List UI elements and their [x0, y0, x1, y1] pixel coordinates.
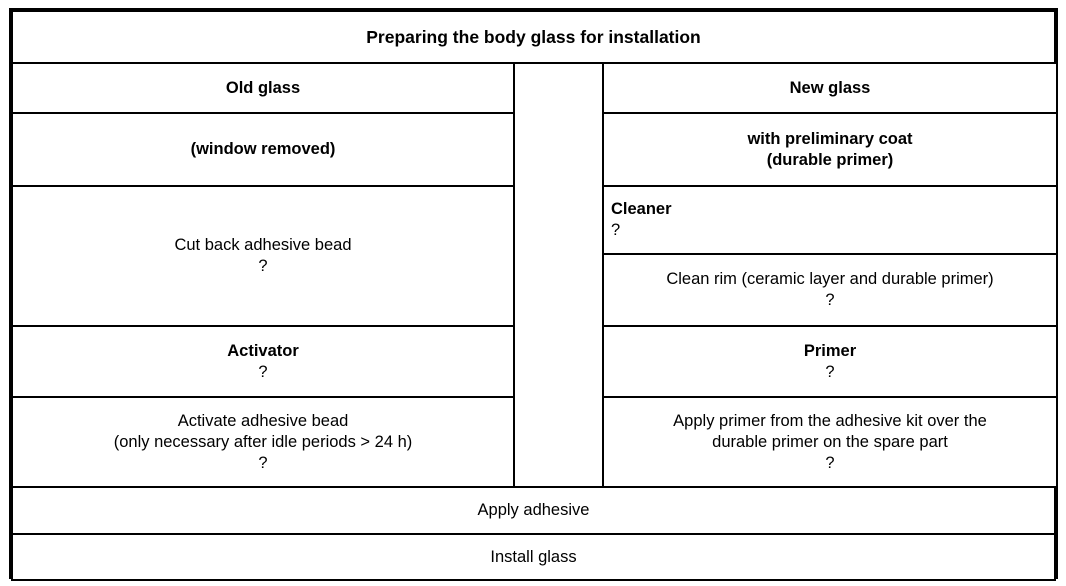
step-cut-back-adhesive-bead-line-2: ?: [258, 257, 268, 275]
column-header-old-glass: Old glass: [11, 62, 515, 114]
step-cleaner: Cleaner ?: [602, 185, 1058, 255]
column-header-new-glass: New glass: [602, 62, 1058, 114]
step-activate-adhesive-bead-line-1: Activate adhesive bead: [177, 411, 349, 430]
step-activate-adhesive-bead-line-3: ?: [258, 453, 268, 472]
old-glass-subheading-label: (window removed): [190, 140, 336, 158]
old-glass-heading-label: Old glass: [225, 78, 301, 97]
step-activator: Activator ?: [11, 325, 515, 398]
diagram-title: Preparing the body glass for installatio…: [366, 26, 701, 47]
step-clean-rim-line-1: Clean rim (ceramic layer and durable pri…: [666, 270, 994, 288]
step-apply-adhesive: Apply adhesive: [11, 486, 1056, 535]
step-primer: Primer ?: [602, 325, 1058, 398]
step-clean-rim-line-2: ?: [825, 291, 835, 309]
step-primer-line-1: Primer: [803, 341, 857, 360]
step-activator-line-2: ?: [258, 362, 268, 381]
step-activator-line-1: Activator: [227, 341, 299, 360]
step-activate-adhesive-bead-line-2: (only necessary after idle periods > 24 …: [113, 432, 413, 451]
new-glass-heading-label: New glass: [789, 78, 871, 97]
step-apply-primer-line-3: ?: [825, 453, 835, 472]
diagram-title-cell: Preparing the body glass for installatio…: [11, 10, 1056, 64]
new-glass-subheading: with preliminary coat (durable primer): [602, 112, 1058, 187]
step-activate-adhesive-bead: Activate adhesive bead (only necessary a…: [11, 396, 515, 488]
step-apply-adhesive-label: Apply adhesive: [477, 501, 590, 519]
step-cut-back-adhesive-bead: Cut back adhesive bead ?: [11, 185, 515, 327]
old-glass-subheading: (window removed): [11, 112, 515, 187]
step-apply-primer: Apply primer from the adhesive kit over …: [602, 396, 1058, 488]
step-install-glass-label: Install glass: [490, 547, 577, 566]
new-glass-subheading-line-1: with preliminary coat: [747, 129, 913, 148]
step-apply-primer-line-2: durable primer on the spare part: [712, 432, 948, 451]
step-cleaner-line-2: ?: [611, 221, 621, 239]
new-glass-subheading-line-2: (durable primer): [766, 150, 894, 169]
step-install-glass: Install glass: [11, 533, 1056, 581]
step-apply-primer-line-1: Apply primer from the adhesive kit over …: [673, 411, 987, 430]
process-flow-diagram: Preparing the body glass for installatio…: [9, 8, 1058, 581]
step-primer-line-2: ?: [825, 362, 835, 381]
step-clean-rim: Clean rim (ceramic layer and durable pri…: [602, 253, 1058, 327]
step-cleaner-line-1: Cleaner: [611, 200, 672, 218]
step-cut-back-adhesive-bead-line-1: Cut back adhesive bead: [174, 236, 352, 254]
